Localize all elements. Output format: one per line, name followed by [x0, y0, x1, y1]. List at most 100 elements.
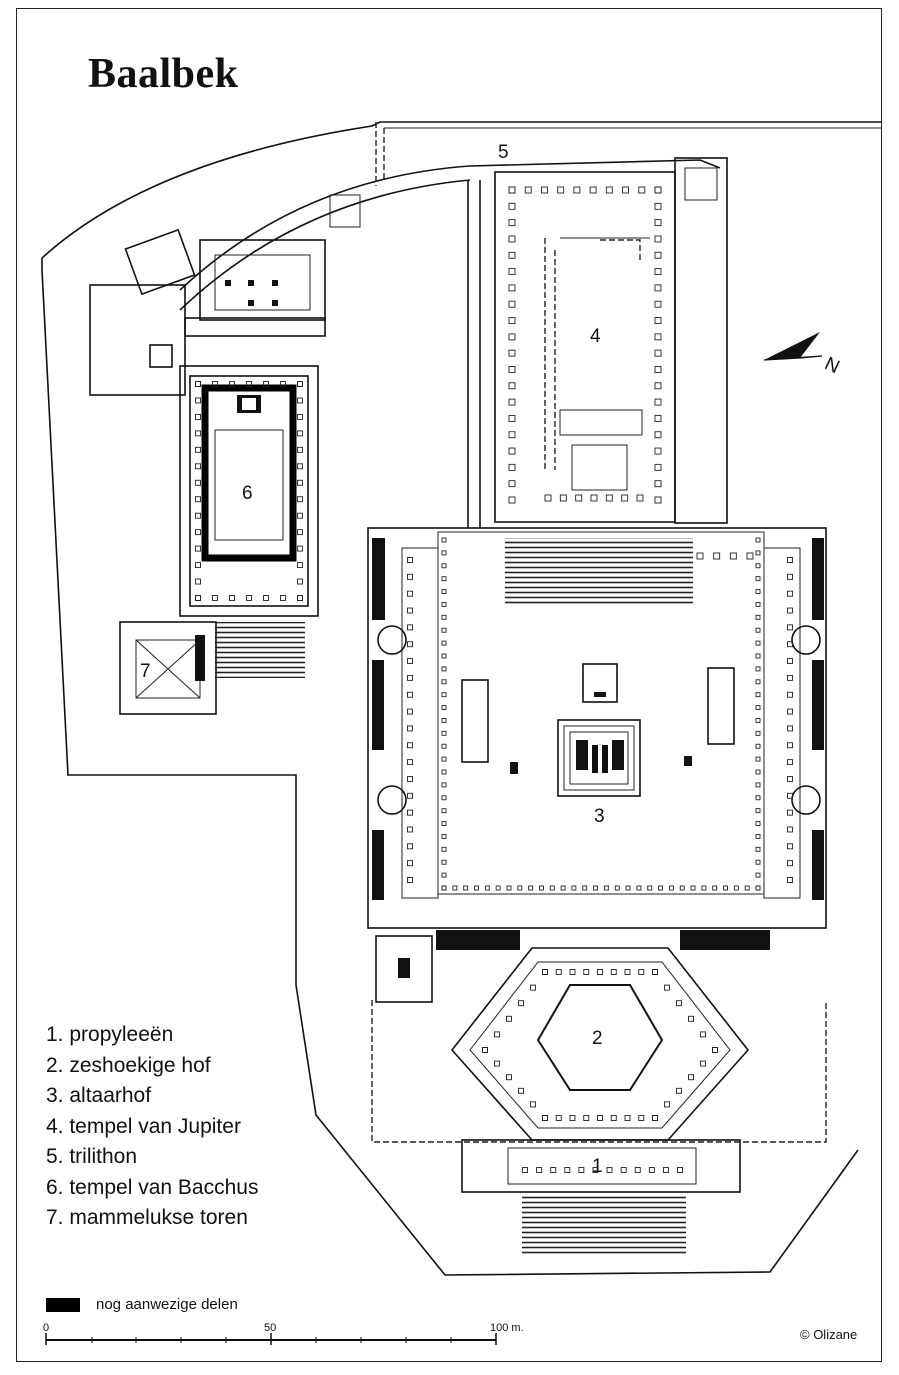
column-marker	[677, 1167, 683, 1173]
copyright: © Olizane	[800, 1327, 858, 1342]
column-marker	[787, 624, 793, 631]
column-marker	[755, 717, 761, 723]
column-marker	[569, 1115, 576, 1121]
column-marker	[787, 725, 793, 732]
column-marker	[544, 494, 552, 502]
column-marker	[508, 480, 516, 488]
column-marker	[263, 595, 269, 601]
column-marker	[569, 969, 576, 975]
altar-court	[367, 527, 827, 1003]
column-marker	[297, 463, 303, 470]
column-marker	[647, 885, 653, 891]
column-marker	[638, 186, 646, 194]
column-marker	[557, 186, 565, 194]
column-marker	[441, 717, 447, 723]
column-marker	[755, 872, 761, 878]
column-marker	[508, 251, 516, 259]
column-marker	[614, 885, 620, 891]
column-marker	[407, 674, 413, 681]
column-marker	[297, 381, 303, 387]
column-marker	[508, 186, 516, 194]
column-marker	[654, 284, 662, 292]
column-marker	[506, 885, 512, 891]
column-marker	[583, 969, 590, 975]
column-marker	[787, 674, 793, 681]
column-marker	[508, 463, 516, 471]
column-marker	[729, 552, 737, 560]
column-marker	[538, 885, 544, 891]
column-marker	[528, 885, 534, 891]
column-marker	[518, 1000, 524, 1007]
column-marker	[755, 537, 761, 543]
column-marker	[597, 1115, 603, 1121]
scale-tick-100: 100 m.	[490, 1322, 524, 1334]
column-marker	[606, 1167, 613, 1173]
column-marker	[508, 186, 516, 194]
column-marker	[229, 595, 235, 601]
column-marker	[441, 627, 447, 633]
column-marker	[755, 640, 761, 646]
column-marker	[654, 496, 662, 504]
column-marker	[654, 251, 662, 259]
column-marker	[407, 658, 413, 665]
scale-tick-50: 50	[264, 1322, 277, 1334]
column-marker	[508, 496, 516, 504]
column-marker	[297, 413, 303, 420]
legend-list: 1. propyleeën 2. zeshoekige hof 3. altaa…	[46, 1020, 258, 1234]
column-marker	[195, 595, 201, 601]
column-marker	[530, 1101, 536, 1108]
column-marker	[229, 381, 235, 387]
column-marker	[246, 381, 252, 387]
column-marker	[610, 969, 617, 975]
column-marker	[518, 1087, 524, 1094]
propylaea	[461, 1139, 741, 1256]
column-marker	[407, 826, 413, 833]
column-marker	[573, 186, 581, 194]
plan-number-5: 5	[498, 142, 509, 163]
column-marker	[484, 885, 490, 891]
column-marker	[654, 317, 662, 324]
column-marker	[654, 349, 662, 357]
column-marker	[407, 759, 413, 766]
column-marker	[755, 653, 761, 659]
column-marker	[540, 186, 548, 194]
column-marker	[578, 1167, 585, 1173]
column-marker	[787, 877, 793, 883]
column-marker	[530, 984, 536, 991]
column-marker	[407, 641, 413, 648]
column-marker	[658, 885, 664, 891]
column-marker	[441, 550, 447, 556]
column-marker	[536, 1167, 543, 1173]
column-marker	[297, 512, 303, 519]
column-marker	[755, 601, 761, 607]
column-marker	[787, 641, 793, 648]
column-marker	[755, 576, 761, 582]
column-marker	[508, 447, 516, 455]
column-marker	[212, 381, 218, 387]
column-marker	[787, 792, 793, 799]
column-marker	[297, 397, 303, 404]
column-marker	[560, 885, 566, 891]
legend-swatch	[46, 1297, 80, 1312]
column-marker	[664, 1101, 670, 1108]
column-marker	[441, 601, 447, 607]
column-marker	[755, 705, 761, 711]
column-marker	[550, 1167, 557, 1173]
column-marker	[441, 692, 447, 698]
column-marker	[407, 557, 413, 563]
column-marker	[407, 725, 413, 732]
column-marker	[441, 614, 447, 620]
column-marker	[524, 186, 532, 194]
column-marker	[787, 691, 793, 698]
column-marker	[755, 692, 761, 698]
column-marker	[654, 398, 662, 406]
column-marker	[441, 808, 447, 814]
column-marker	[610, 1115, 617, 1121]
column-marker	[195, 545, 201, 552]
column-marker	[463, 885, 469, 891]
column-marker	[755, 821, 761, 827]
column-marker	[297, 595, 303, 601]
column-marker	[542, 1115, 548, 1121]
column-marker	[787, 775, 793, 782]
column-marker	[508, 366, 516, 373]
